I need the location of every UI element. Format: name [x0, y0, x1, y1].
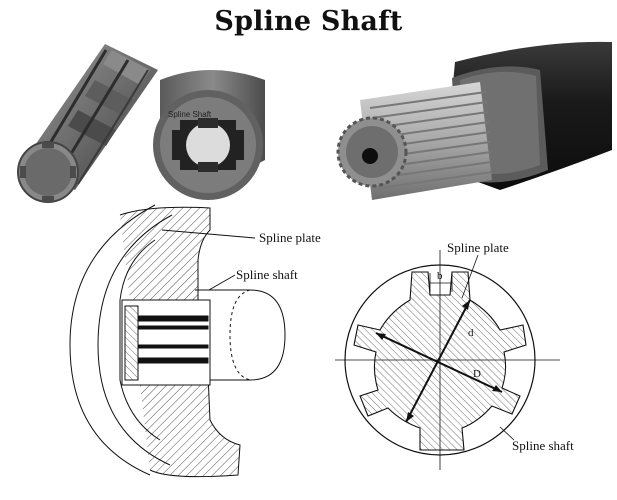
cross-section-drawing — [335, 250, 560, 470]
dim-d-label: d — [468, 327, 474, 339]
label-spline-shaft-right: Spline shaft — [512, 438, 574, 453]
spline-hub-photo: Spline Shaft — [153, 70, 265, 200]
spline-bar-photo — [17, 44, 158, 203]
label-spline-plate-right: Spline plate — [447, 240, 509, 255]
cutaway-drawing — [69, 204, 286, 478]
label-spline-plate-left: Spline plate — [259, 230, 321, 245]
dim-b-label: b — [437, 270, 443, 282]
page-title: Spline Shaft — [214, 6, 403, 37]
label-spline-shaft-left: Spline shaft — [236, 267, 298, 282]
hub-inner-caption: Spline Shaft — [168, 110, 212, 119]
spline-shaft-end-photo — [336, 41, 612, 200]
dim-D-label: D — [473, 368, 481, 380]
